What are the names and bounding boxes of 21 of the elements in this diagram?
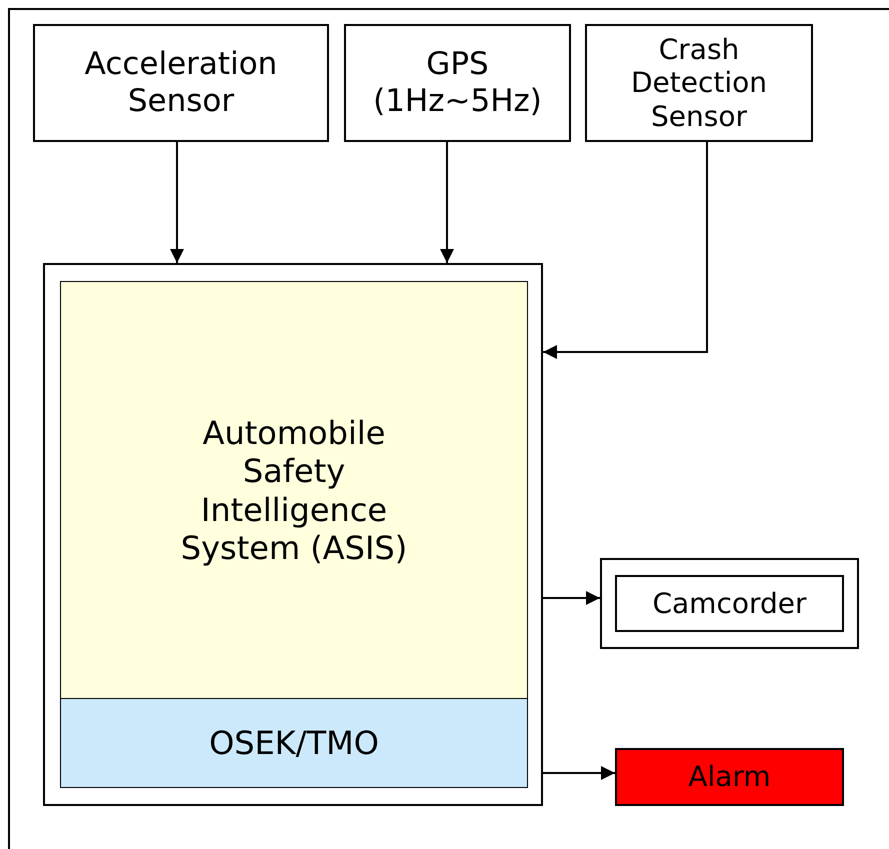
node-label: Acceleration Sensor [84,46,278,120]
device-frame [600,558,859,649]
os-layer-box [60,698,528,788]
node-label: Crash Detection Sensor [630,32,768,134]
node-label: GPS (1Hz~5Hz) [372,46,543,120]
arrow [543,142,708,359]
sensor-box [33,24,329,142]
system-box [60,281,528,700]
node-label: Automobile Safety Intelligence System (ASIS) [180,414,408,568]
node-label: OSEK/TMO [209,724,379,762]
sensor-box [585,24,813,142]
sensor-box [344,24,571,142]
alarm-box [615,748,844,806]
arrow [440,142,454,263]
node-label: Alarm [688,760,771,794]
arrow [170,142,184,263]
arrow [543,766,615,780]
system-container [43,263,543,806]
node-label: Camcorder [652,586,807,620]
arrow [543,591,600,605]
device-box [615,575,844,632]
